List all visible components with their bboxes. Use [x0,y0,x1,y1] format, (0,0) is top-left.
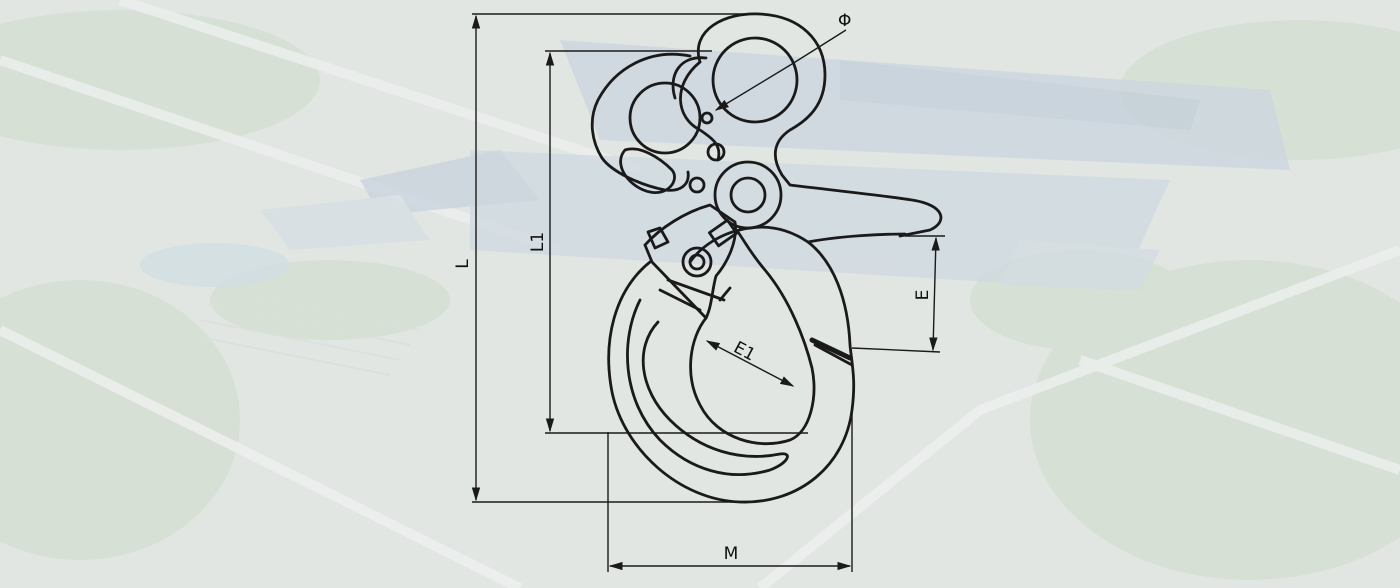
factory-roofs [260,40,1290,290]
dim-label-m: M [724,544,739,564]
dim-label-l1: L1 [528,232,548,252]
pond [140,243,290,287]
dim-label-e: E [913,290,933,301]
dim-label-diameter: Φ [838,11,851,31]
hook-outline [590,12,943,504]
dim-label-l: L [453,259,473,269]
dimension-lines [471,13,945,572]
greenery-patches [0,10,1400,580]
dim-label-e1: E1 [730,338,758,366]
parking-lot [189,289,421,376]
